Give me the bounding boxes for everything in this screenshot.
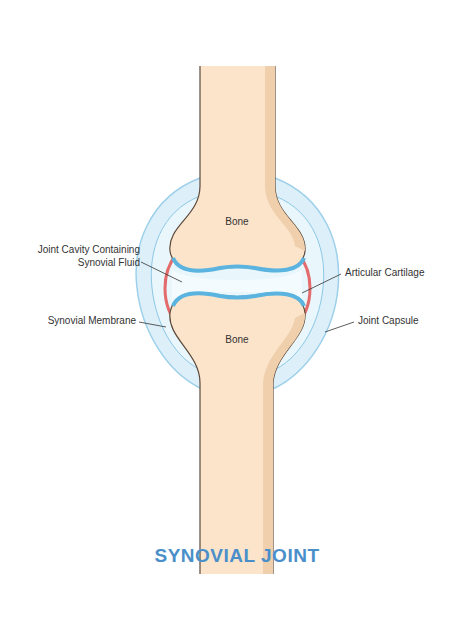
- bone-shape: [165, 66, 310, 278]
- leader-line: [325, 322, 354, 332]
- diagram-title: SYNOVIAL JOINT: [0, 545, 474, 567]
- leader-line: [302, 274, 341, 293]
- lower-bone: Bone: [165, 288, 310, 574]
- leader-line: [139, 322, 166, 327]
- bone-label: Bone: [225, 334, 248, 345]
- bone-label: Bone: [225, 216, 248, 227]
- upper-bone: Bone: [165, 66, 310, 278]
- part-label: Synovial Membrane: [48, 315, 136, 328]
- part-label: Articular Cartilage: [345, 267, 424, 280]
- part-label: Joint Cavity Containing Synovial Fluid: [18, 244, 140, 269]
- bone-shape: [165, 288, 310, 574]
- part-label: Joint Capsule: [358, 315, 419, 328]
